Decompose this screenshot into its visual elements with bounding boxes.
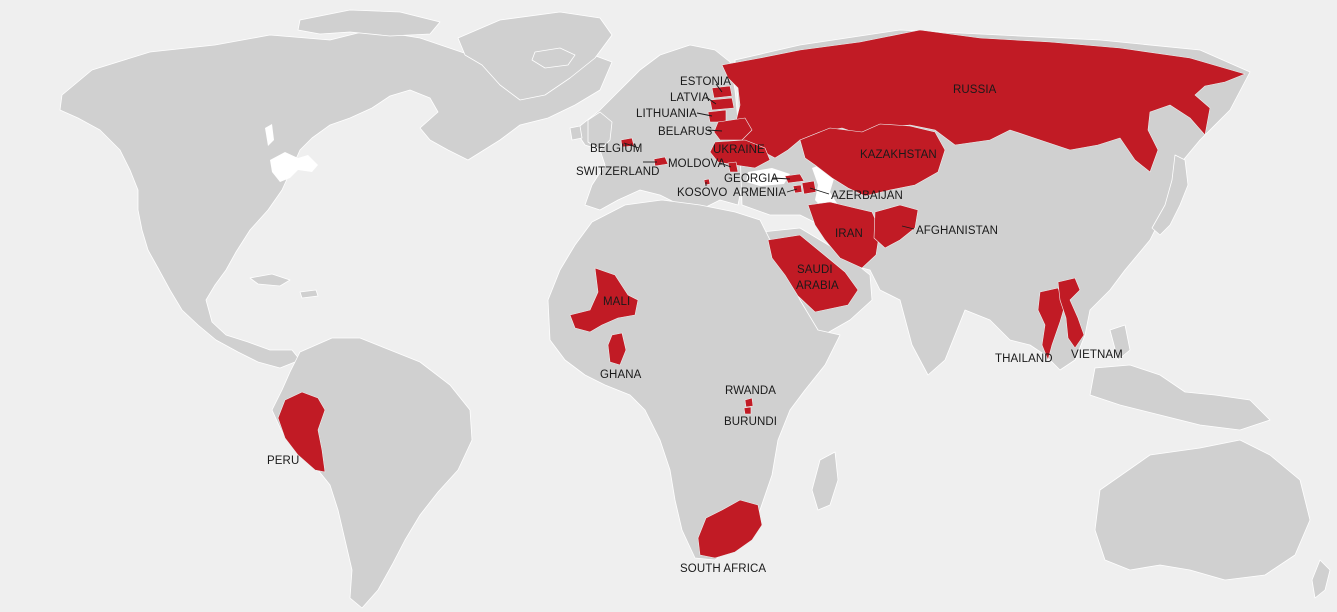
label-estonia: ESTONIA bbox=[680, 76, 731, 88]
label-peru: PERU bbox=[267, 455, 299, 467]
hudson-bay-lake bbox=[265, 124, 274, 146]
kosovo-region bbox=[703, 178, 711, 186]
country-labels: RUSSIA ESTONIA LATVIA LITHUANIA BELARUS … bbox=[267, 76, 1123, 575]
black-sea bbox=[746, 168, 790, 186]
label-ukraine: UKRAINE bbox=[713, 144, 765, 156]
label-russia: RUSSIA bbox=[953, 84, 997, 96]
russia-region bbox=[721, 29, 1246, 173]
label-burundi: BURUNDI bbox=[724, 416, 777, 428]
maritime-southeast-asia-landmass bbox=[1089, 324, 1271, 431]
label-mali: MALI bbox=[603, 296, 630, 308]
europe-landmass bbox=[574, 44, 743, 211]
saudi-arabia-region bbox=[767, 234, 859, 313]
arctic-islands-landmass bbox=[297, 9, 441, 37]
label-ghana: GHANA bbox=[600, 369, 642, 381]
latvia-region bbox=[709, 97, 735, 111]
label-armenia: ARMENIA bbox=[733, 187, 786, 199]
label-georgia: GEORGIA bbox=[724, 173, 779, 185]
label-belarus: BELARUS bbox=[658, 126, 713, 138]
armenia-region bbox=[792, 184, 803, 194]
georgia-region bbox=[784, 173, 805, 184]
label-kazakhstan: KAZAKHSTAN bbox=[860, 149, 937, 161]
label-kosovo: KOSOVO bbox=[677, 187, 727, 199]
madagascar-landmass bbox=[811, 451, 839, 511]
iceland-landmass bbox=[531, 47, 576, 69]
iran-region bbox=[807, 201, 881, 269]
british-isles-landmass bbox=[569, 111, 613, 151]
new-zealand-landmass bbox=[1311, 559, 1331, 599]
label-azerbaijan: AZERBAIJAN bbox=[831, 190, 903, 202]
azerbaijan-region bbox=[801, 180, 817, 195]
japan-landmass bbox=[1151, 154, 1189, 236]
label-latvia: LATVIA bbox=[670, 92, 710, 104]
great-lakes bbox=[270, 152, 318, 182]
rwanda-burundi-region bbox=[743, 397, 754, 415]
caribbean-landmass bbox=[249, 273, 319, 299]
peru-region bbox=[277, 391, 326, 473]
label-belgium: BELGIUM bbox=[590, 143, 642, 155]
label-afghanistan: AFGHANISTAN bbox=[916, 225, 998, 237]
label-lithuania: LITHUANIA bbox=[636, 108, 697, 120]
afghanistan-region bbox=[873, 204, 919, 249]
ghana-region bbox=[607, 332, 627, 366]
south-africa-region bbox=[697, 499, 763, 559]
label-moldova: MOLDOVA bbox=[668, 158, 726, 170]
label-vietnam: VIETNAM bbox=[1071, 349, 1123, 361]
australia-landmass bbox=[1094, 439, 1311, 581]
ukraine-region bbox=[709, 139, 771, 169]
kazakhstan-region bbox=[799, 123, 946, 197]
moldova-region bbox=[727, 161, 739, 173]
label-iran: IRAN bbox=[835, 228, 863, 240]
mali-region bbox=[569, 267, 639, 333]
label-rwanda: RWANDA bbox=[725, 385, 776, 397]
label-south-africa: SOUTH AFRICA bbox=[680, 563, 766, 575]
label-saudi-line2: ARABIA bbox=[796, 280, 839, 292]
label-thailand: THAILAND bbox=[995, 353, 1053, 365]
switzerland-region bbox=[653, 156, 669, 167]
label-saudi-line1: SAUDI bbox=[797, 264, 833, 276]
label-switzerland: SWITZERLAND bbox=[576, 166, 660, 178]
leader-lines bbox=[623, 83, 915, 230]
vietnam-region bbox=[1057, 277, 1085, 349]
